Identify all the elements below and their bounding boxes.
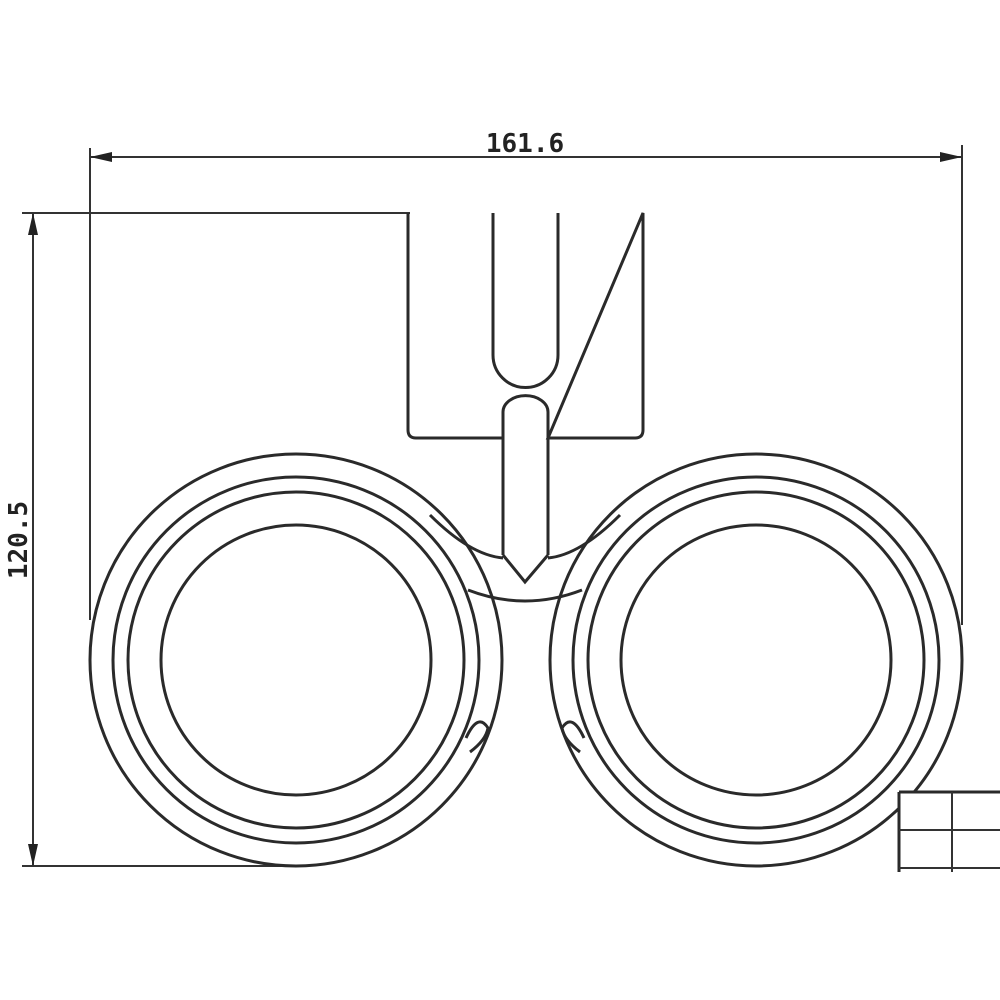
connecting-arm: [428, 513, 622, 603]
height-dimension: [22, 212, 410, 867]
right-tumbler-holder: [548, 452, 964, 868]
wall-bracket: [406, 212, 645, 585]
title-block: [897, 790, 1000, 872]
width-dimension: [89, 145, 963, 625]
width-dimension-label: 161.6: [486, 129, 564, 159]
height-dimension-label: 120.5: [4, 501, 34, 579]
left-tumbler-holder: [88, 452, 504, 868]
